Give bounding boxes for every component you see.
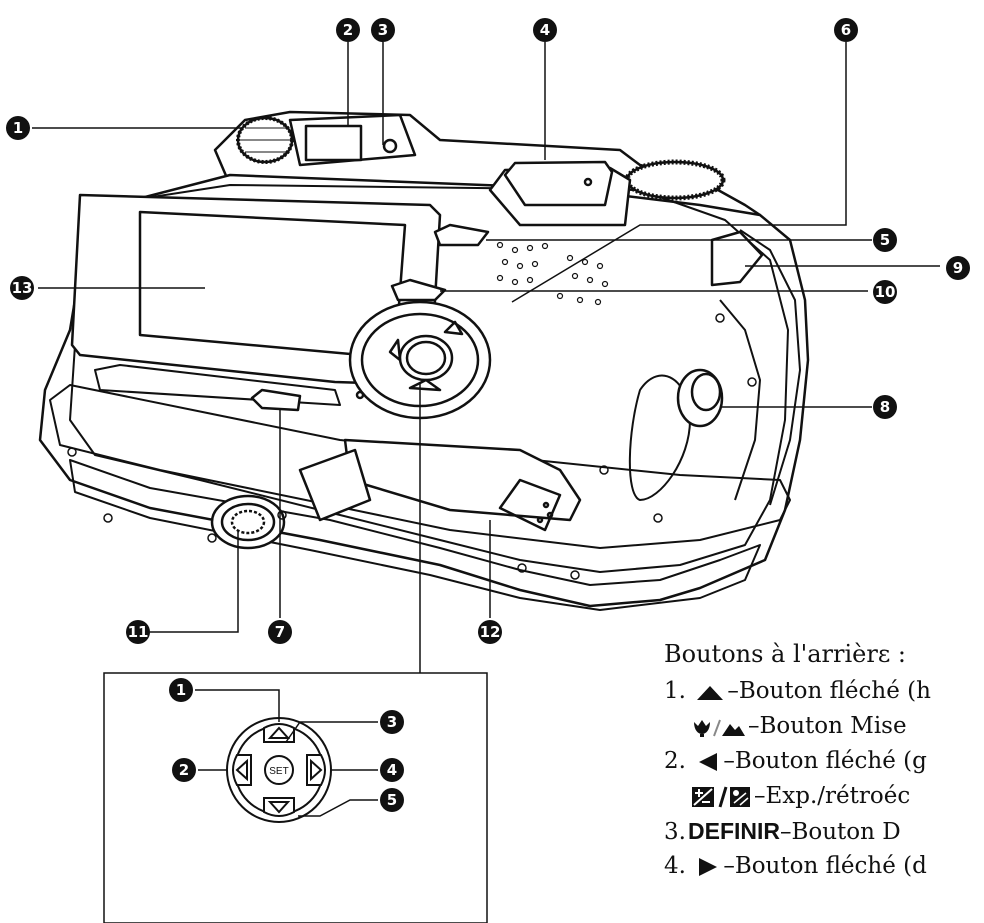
legend-item-number: 4. [664,853,686,879]
legend-item-number: 2. [664,748,686,774]
left-arrow-icon [699,753,718,771]
svg-text:1: 1 [176,681,186,699]
svg-text:8: 8 [880,398,890,416]
svg-text:3: 3 [378,21,388,39]
inset-callout-lines [195,689,378,817]
battery-door [298,438,582,532]
legend-item-2b: –Exp./rétroéc [664,779,984,814]
svg-text:2: 2 [179,761,189,779]
callout-badge-3: 3 [371,18,395,42]
callout-badges: 1 2 3 4 5 6 7 8 9 10 11 12 13 1 2 3 4 5 [6,18,970,812]
tripod-socket [210,494,286,550]
mode-dial [236,116,294,164]
callout-badge-13: 13 [10,276,34,300]
callout-badge-11: 11 [126,620,150,644]
inset-badge-2: 2 [172,758,196,782]
legend-item-text: –Exp./rétroéc [754,783,911,809]
svg-text:11: 11 [128,623,149,641]
svg-text:9: 9 [953,259,963,277]
body-screws [67,313,757,580]
legend-item-4: 4. –Bouton fléché (d [664,849,984,884]
legend-item-text: –Bouton fléché (h [727,678,931,704]
button-5 [433,223,490,247]
callout-lines [32,42,940,693]
svg-text:13: 13 [12,279,33,297]
legend-item-text: –Bouton D [780,819,901,845]
legend-item-1b: –Bouton Mise [664,709,984,744]
callout-badge-4: 4 [533,18,557,42]
button-7 [250,388,302,412]
lcd-panel [70,193,442,406]
svg-text:1: 1 [13,119,23,137]
legend-item-number: 3. [664,819,686,845]
callout-badge-10: 10 [873,280,897,304]
svg-text:5: 5 [880,231,890,249]
callout-badge-2: 2 [336,18,360,42]
led-indicator [355,390,365,400]
top-right-dial [624,159,726,201]
camera-illustration [38,110,810,611]
up-arrow-icon [697,686,724,700]
callout-badge-12: 12 [478,620,502,644]
svg-text:5: 5 [387,791,397,809]
svg-text:7: 7 [275,623,285,641]
legend-item-text: –Bouton fléché (d [723,853,927,879]
right-arrow-icon [699,858,718,876]
svg-text:3: 3 [387,713,397,731]
callout-badge-7: 7 [268,620,292,644]
svg-text:4: 4 [540,21,550,39]
legend-item-number: 1. [664,678,686,704]
legend-item-1: 1. –Bouton fléché (h [664,674,984,709]
svg-text:4: 4 [387,761,397,779]
callout-line-6 [511,42,847,303]
svg-text:10: 10 [875,283,896,301]
legend-item-text: –Bouton fléché (g [723,748,927,774]
inset-set-label: SET [269,766,288,777]
strap-lug [676,368,724,428]
inset-badge-1: 1 [169,678,193,702]
legend-title: Boutons à l'arrièrε : [664,640,907,668]
callout-line-11 [150,530,239,633]
camera-side-grip [719,229,801,506]
svg-text:2: 2 [343,21,353,39]
callout-badge-1: 1 [6,116,30,140]
callout-badge-5: 5 [873,228,897,252]
speaker-grille [496,241,609,306]
button-10 [390,278,447,302]
rear-buttons-legend: Boutons à l'arrièrε : 1. –Bouton fléché … [664,640,984,884]
viewfinder [288,113,417,167]
legend-item-2: 2. –Bouton fléché (g [664,744,984,779]
directional-pad [348,300,492,420]
camera-bottom-plate [69,459,761,611]
legend-item-3: 3.DEFINIR–Bouton D [664,814,984,849]
side-connector-door [710,230,764,287]
callout-badge-9: 9 [946,256,970,280]
svg-text:12: 12 [480,623,501,641]
shutter-button [488,160,632,227]
strap-loop [628,374,691,501]
callout-badge-6: 6 [834,18,858,42]
legend-item-text: –Bouton Mise [748,713,907,739]
inset-badge-4: 4 [380,758,404,782]
inset-badge-3: 3 [380,710,404,734]
callout-badge-8: 8 [873,395,897,419]
svg-text:6: 6 [841,21,851,39]
dpad-inset: SET [103,672,488,923]
exposure-backlight-icon [692,786,750,808]
macro-landscape-icon [694,719,745,737]
legend-item-strong: DEFINIR [688,818,780,844]
inset-badge-5: 5 [380,788,404,812]
